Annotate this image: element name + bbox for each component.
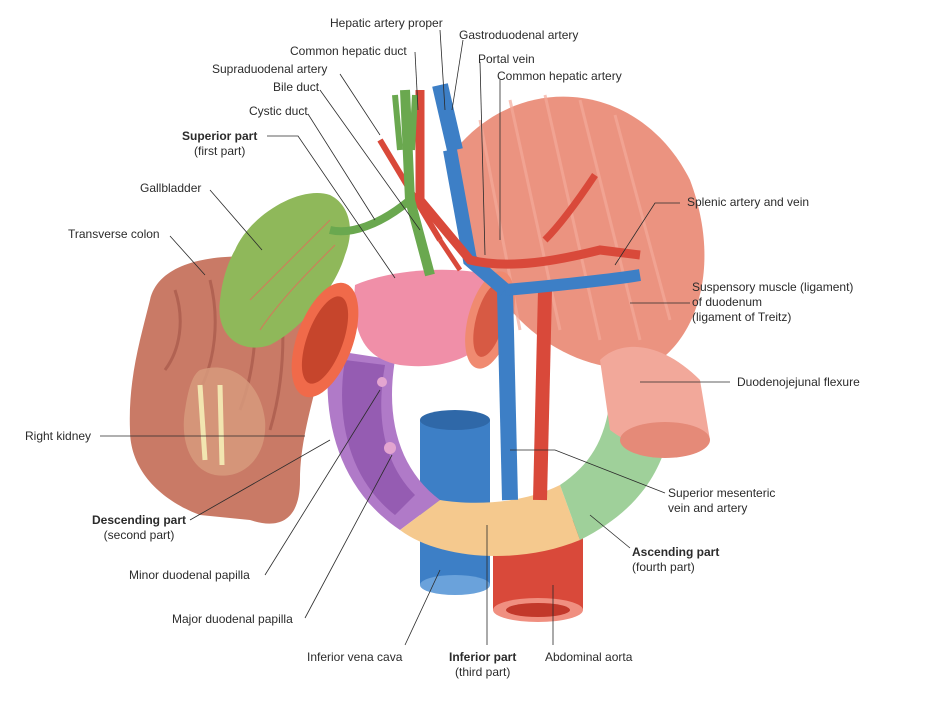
inferior-part	[400, 485, 580, 557]
right-kidney	[183, 367, 266, 476]
label-portal-vein: Portal vein	[478, 52, 535, 66]
label-right-kidney: Right kidney	[25, 429, 92, 443]
label-cystic-duct: Cystic duct	[249, 104, 308, 118]
minor-papilla-mark	[377, 377, 387, 387]
label-abdominal-aorta: Abdominal aorta	[545, 650, 633, 664]
label-superior-mesenteric: Superior mesenteric vein and artery	[668, 486, 776, 515]
label-gallbladder: Gallbladder	[140, 181, 202, 195]
label-suspensory-muscle: Suspensory muscle (ligament) of duodenum…	[692, 280, 854, 324]
label-common-hepatic-duct: Common hepatic duct	[290, 44, 407, 58]
bile-ducts	[329, 89, 435, 277]
label-supraduodenal-artery: Supraduodenal artery	[212, 62, 328, 76]
label-transverse-colon: Transverse colon	[68, 227, 160, 241]
label-descending-part: Descending part (second part)	[92, 513, 187, 542]
label-inferior-part: Inferior part (third part)	[449, 650, 517, 679]
duodenojejunal-flexure	[600, 346, 710, 458]
label-superior-part: Superior part (first part)	[182, 129, 258, 158]
gallbladder	[219, 193, 350, 348]
label-major-duodenal-papilla: Major duodenal papilla	[172, 612, 293, 626]
label-gastroduodenal-artery: Gastroduodenal artery	[459, 28, 579, 42]
leader-lines	[100, 29, 730, 646]
superior-mesenteric-vessels	[497, 289, 552, 501]
label-bile-duct: Bile duct	[273, 80, 320, 94]
major-papilla-mark	[384, 442, 396, 454]
label-inferior-vena-cava: Inferior vena cava	[307, 650, 403, 664]
label-splenic-artery-vein: Splenic artery and vein	[687, 195, 810, 209]
label-hepatic-artery-proper: Hepatic artery proper	[330, 16, 443, 30]
label-common-hepatic-artery: Common hepatic artery	[497, 69, 622, 83]
label-minor-duodenal-papilla: Minor duodenal papilla	[129, 568, 250, 582]
label-ascending-part: Ascending part (fourth part)	[632, 545, 720, 574]
label-duodenojejunal-flexure: Duodenojejunal flexure	[737, 375, 860, 389]
